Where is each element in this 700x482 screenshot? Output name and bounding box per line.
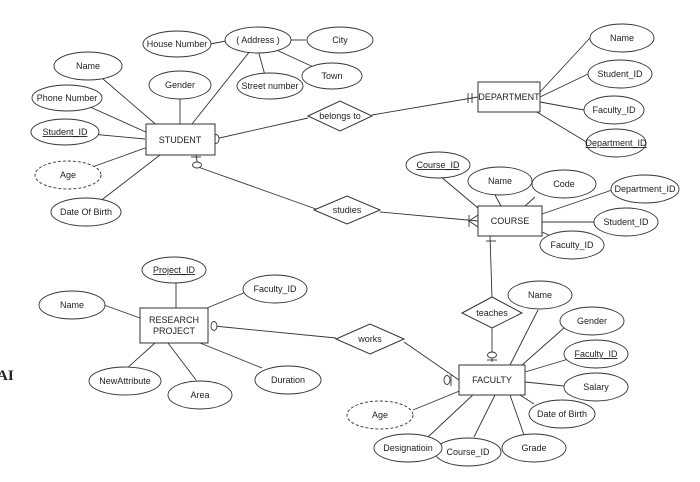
attr-faculty-designation[interactable]: Designatioin bbox=[373, 433, 443, 463]
attr-department-faculty-id-label: Faculty_ID bbox=[592, 105, 636, 115]
entity-student-label: STUDENT bbox=[159, 135, 202, 145]
attr-research-project-name[interactable]: Name bbox=[38, 290, 106, 320]
attr-student-date-of-birth[interactable]: Date Of Birth bbox=[50, 197, 122, 227]
attr-course-code-label: Code bbox=[553, 179, 575, 189]
relationship-teaches-label: teaches bbox=[476, 308, 508, 318]
attr-faculty-grade-label: Grade bbox=[521, 443, 546, 453]
relationship-teaches[interactable]: teaches bbox=[460, 296, 524, 329]
attr-student-town[interactable]: Town bbox=[301, 62, 363, 90]
attr-course-faculty-id-label: Faculty_ID bbox=[550, 240, 594, 250]
attr-student-house-number[interactable]: House Number bbox=[142, 30, 212, 58]
relationship-belongs-to-label: belongs to bbox=[319, 111, 361, 121]
attr-course-course-id-label: Course_ID bbox=[416, 160, 460, 170]
attr-faculty-gender-label: Gender bbox=[577, 316, 607, 326]
attr-faculty-course-id-label: Course_ID bbox=[446, 447, 490, 457]
attr-student-id[interactable]: Student_ID bbox=[30, 118, 100, 146]
attr-faculty-age[interactable]: Age bbox=[346, 400, 414, 430]
attr-course-faculty-id[interactable]: Faculty_ID bbox=[539, 230, 605, 260]
attr-research-project-faculty-id[interactable]: Faculty_ID bbox=[242, 274, 308, 304]
attr-faculty-faculty-id[interactable]: Faculty_ID bbox=[563, 339, 629, 369]
attr-course-name-label: Name bbox=[488, 176, 512, 186]
attr-faculty-grade[interactable]: Grade bbox=[501, 433, 567, 463]
attr-research-project-new-attribute-label: NewAttribute bbox=[99, 376, 151, 386]
attr-student-phone-number[interactable]: Phone Number bbox=[31, 84, 103, 112]
attr-student-address[interactable]: ( Address ) bbox=[224, 26, 292, 54]
entity-department[interactable]: DEPARTMENT bbox=[477, 81, 541, 113]
attr-research-project-duration-label: Duration bbox=[271, 375, 305, 385]
attr-department-department-id-label: Department_ID bbox=[585, 138, 647, 148]
attr-student-address-label: ( Address ) bbox=[236, 35, 280, 45]
relationship-works[interactable]: works bbox=[334, 323, 406, 355]
attr-student-date-of-birth-label: Date Of Birth bbox=[60, 207, 112, 217]
attr-student-age-label: Age bbox=[60, 170, 76, 180]
attr-research-project-name-label: Name bbox=[60, 300, 84, 310]
relationship-studies-label: studies bbox=[333, 205, 362, 215]
entity-course-label: COURSE bbox=[491, 216, 530, 226]
entity-research-project[interactable]: RESEARCH PROJECT bbox=[139, 307, 209, 344]
attr-faculty-name[interactable]: Name bbox=[507, 280, 573, 310]
attr-research-project-project-id[interactable]: Project_ID bbox=[141, 256, 207, 284]
attr-department-name[interactable]: Name bbox=[589, 23, 655, 53]
attr-course-student-id-label: Student_ID bbox=[603, 217, 649, 227]
attr-faculty-faculty-id-label: Faculty_ID bbox=[574, 349, 618, 359]
attr-faculty-date-of-birth-label: Date of Birth bbox=[537, 409, 587, 419]
attr-department-student-id-label: Student_ID bbox=[597, 69, 643, 79]
attr-department-name-label: Name bbox=[610, 33, 634, 43]
attr-research-project-project-id-label: Project_ID bbox=[153, 265, 196, 275]
attr-faculty-gender[interactable]: Gender bbox=[559, 306, 625, 336]
cardinality-markers bbox=[191, 93, 497, 386]
attr-student-name[interactable]: Name bbox=[53, 51, 123, 81]
attr-course-course-id[interactable]: Course_ID bbox=[405, 151, 471, 179]
attr-student-gender[interactable]: Gender bbox=[148, 70, 212, 100]
attr-faculty-date-of-birth[interactable]: Date of Birth bbox=[528, 399, 596, 429]
attr-department-faculty-id[interactable]: Faculty_ID bbox=[583, 95, 645, 125]
attr-course-department-id-label: Department_ID bbox=[614, 184, 676, 194]
attr-student-street-number-label: Street number bbox=[241, 81, 298, 91]
attr-course-code[interactable]: Code bbox=[531, 169, 597, 199]
attr-student-name-label: Name bbox=[76, 61, 100, 71]
attr-research-project-duration[interactable]: Duration bbox=[254, 365, 322, 395]
attr-department-student-id[interactable]: Student_ID bbox=[587, 59, 653, 89]
relationship-studies[interactable]: studies bbox=[312, 195, 382, 225]
entity-faculty[interactable]: FACULTY bbox=[458, 364, 526, 396]
attr-student-street-number[interactable]: Street number bbox=[236, 72, 304, 100]
attr-course-name[interactable]: Name bbox=[467, 166, 533, 196]
attr-faculty-age-label: Age bbox=[372, 410, 388, 420]
attr-research-project-faculty-id-label: Faculty_ID bbox=[253, 284, 297, 294]
attr-student-house-number-label: House Number bbox=[147, 39, 208, 49]
entity-faculty-label: FACULTY bbox=[472, 375, 512, 385]
attr-faculty-course-id[interactable]: Course_ID bbox=[434, 437, 502, 467]
attr-department-department-id[interactable]: Department_ID bbox=[585, 128, 647, 158]
side-partial-label: AI bbox=[0, 368, 14, 384]
attr-course-department-id[interactable]: Department_ID bbox=[610, 174, 680, 204]
relationship-works-label: works bbox=[357, 334, 382, 344]
attr-faculty-salary[interactable]: Salary bbox=[563, 372, 629, 402]
attr-student-city-label: City bbox=[332, 35, 348, 45]
attr-student-city[interactable]: City bbox=[306, 26, 374, 54]
relationship-belongs-to[interactable]: belongs to bbox=[306, 100, 374, 132]
attr-student-phone-number-label: Phone Number bbox=[37, 93, 98, 103]
attr-faculty-designation-label: Designatioin bbox=[383, 443, 433, 453]
entity-student[interactable]: STUDENT bbox=[145, 123, 216, 156]
attr-research-project-new-attribute[interactable]: NewAttribute bbox=[88, 366, 162, 396]
attr-research-project-area-label: Area bbox=[190, 390, 209, 400]
attr-faculty-name-label: Name bbox=[528, 290, 552, 300]
entity-research-project-label-1: RESEARCH bbox=[149, 315, 199, 325]
entity-department-label: DEPARTMENT bbox=[478, 92, 540, 102]
attr-research-project-area[interactable]: Area bbox=[167, 380, 233, 410]
attr-course-student-id[interactable]: Student_ID bbox=[593, 207, 659, 237]
attr-faculty-salary-label: Salary bbox=[583, 382, 609, 392]
attr-student-gender-label: Gender bbox=[165, 80, 195, 90]
attr-student-town-label: Town bbox=[321, 71, 342, 81]
attr-student-id-label: Student_ID bbox=[42, 127, 88, 137]
attr-student-age[interactable]: Age bbox=[34, 160, 102, 190]
entity-course[interactable]: COURSE bbox=[477, 205, 543, 237]
entity-research-project-label-2: PROJECT bbox=[153, 326, 196, 336]
